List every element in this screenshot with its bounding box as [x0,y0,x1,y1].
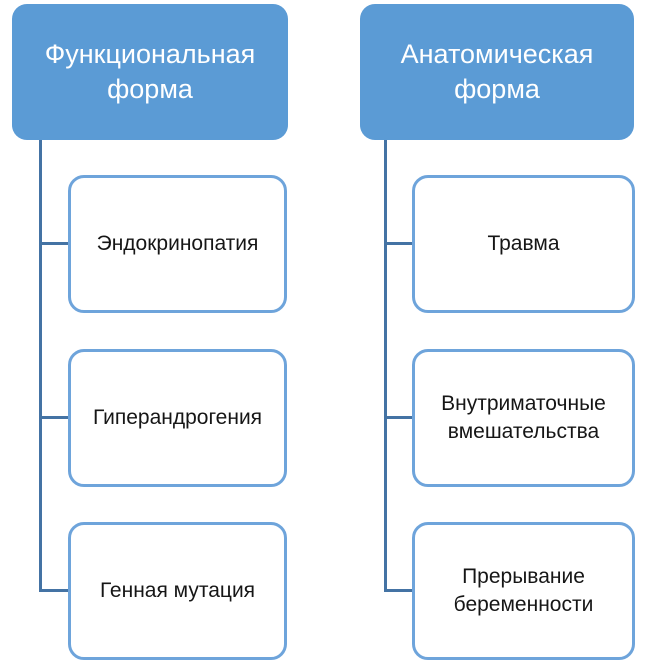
connector-right-stub-3 [384,589,412,592]
node-gene-mutation: Генная мутация [68,522,287,660]
connector-left-vertical [39,140,42,591]
connector-left-stub-3 [39,589,69,592]
node-hyperandrogenism: Гиперандрогения [68,349,287,487]
connector-right-stub-2 [384,416,412,419]
node-functional-form-label: Функциональная форма [44,38,256,104]
node-gene-mutation-label: Генная мутация [99,578,256,602]
node-intrauterine-interventions-label: Внутриматочные вмешательства [441,391,606,443]
node-hyperandrogenism-label: Гиперандрогения [92,405,263,429]
node-intrauterine-interventions: Внутриматочные вмешательства [412,349,635,487]
node-pregnancy-termination: Прерывание беременности [412,522,635,660]
node-anatomical-form-label: Анатомическая форма [400,38,594,104]
connector-left-stub-1 [39,242,69,245]
connector-right-vertical [384,140,387,591]
node-trauma-label: Травма [487,231,560,255]
node-functional-form: Функциональная форма [12,4,288,140]
node-anatomical-form: Анатомическая форма [360,4,634,140]
node-pregnancy-termination-label: Прерывание беременности [453,564,594,616]
connector-right-stub-1 [384,242,412,245]
node-trauma: Травма [412,175,635,313]
node-endocrinopathy-label: Эндокринопатия [96,231,259,255]
node-endocrinopathy: Эндокринопатия [68,175,287,313]
connector-left-stub-2 [39,416,69,419]
